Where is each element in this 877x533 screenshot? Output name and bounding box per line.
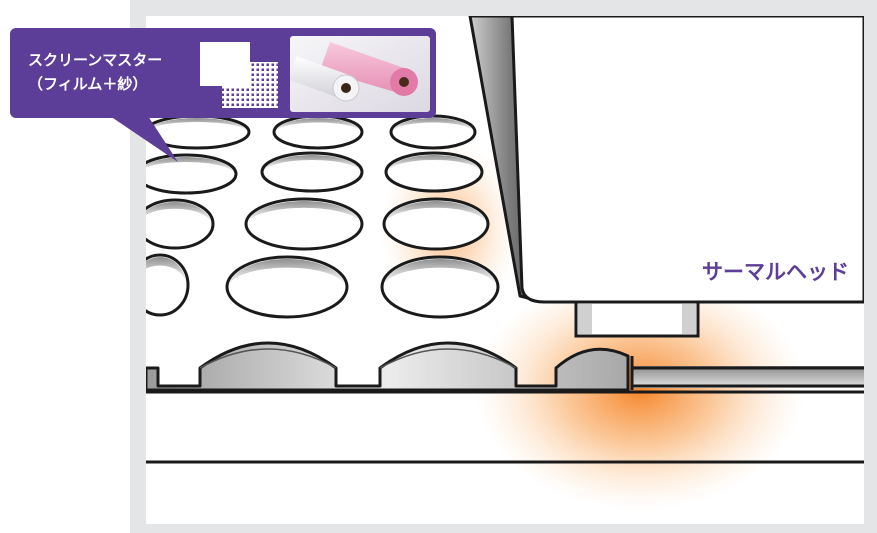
callout-text: スクリーンマスター （フィルム＋紗）: [28, 48, 162, 96]
mesh-square-icon: [200, 42, 278, 108]
hole-row-1: [146, 114, 477, 150]
thermal-head: [468, 16, 864, 338]
screen-master-rolls-photo: [290, 36, 430, 112]
heat-glow: [475, 270, 805, 510]
callout-subtitle: （フィルム＋紗）: [28, 75, 148, 93]
hole-row-2: [146, 151, 484, 195]
plate-front-edge: [146, 341, 864, 392]
hole-row-3: [146, 197, 490, 251]
thermal-head-label: サーマルヘッド: [702, 260, 849, 284]
hole-row-4: [146, 253, 500, 319]
callout-title: スクリーンマスター: [28, 51, 163, 69]
screen-master-callout: スクリーンマスター （フィルム＋紗）: [10, 28, 436, 118]
